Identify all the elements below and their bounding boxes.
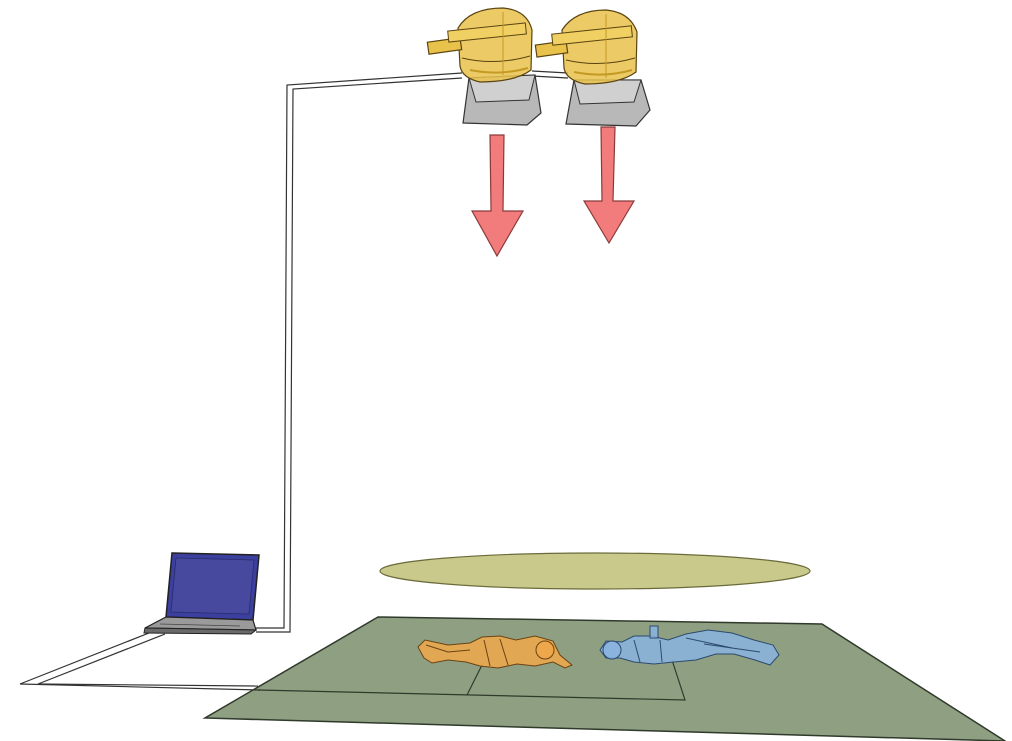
- camera-1: [426, 7, 542, 126]
- person-blue: [599, 625, 780, 666]
- camera-2: [534, 9, 651, 127]
- laptop: [143, 552, 260, 635]
- arrow-2: [582, 126, 636, 245]
- cable: [19, 70, 569, 691]
- arrow-1: [470, 134, 525, 258]
- person-orange: [417, 635, 573, 669]
- sensing-area-disc: [379, 552, 811, 590]
- floor-mat: [202, 616, 1007, 741]
